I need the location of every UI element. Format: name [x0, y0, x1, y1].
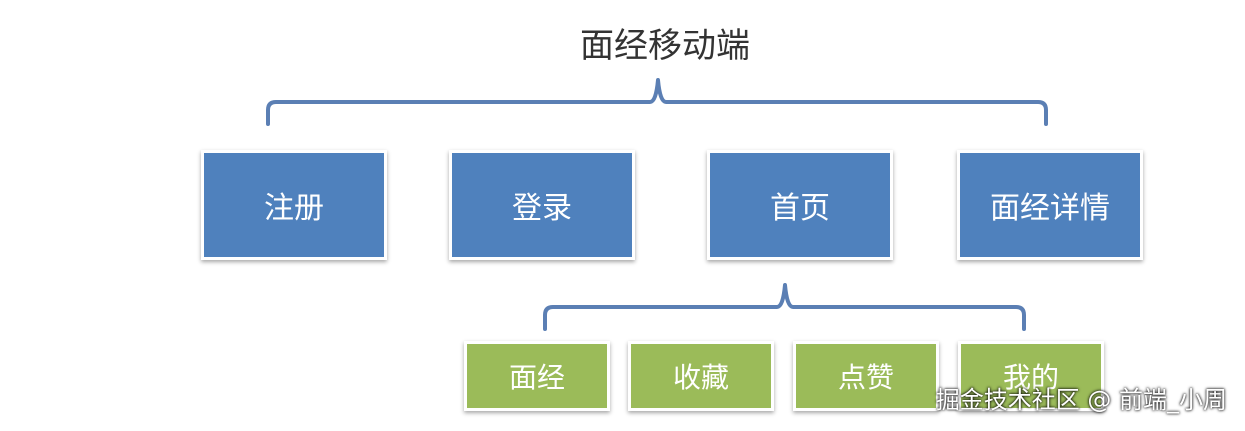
node-register-label: 注册	[264, 191, 324, 226]
node-login: 登录	[449, 150, 635, 260]
node-detail-label: 面经详情	[990, 191, 1110, 226]
node-likes-label: 点赞	[837, 361, 894, 394]
node-favorites-label: 收藏	[672, 361, 729, 394]
node-home: 首页	[707, 150, 893, 260]
node-mine: 我的	[958, 341, 1104, 411]
sub-brace	[543, 283, 1026, 331]
diagram-title: 面经移动端	[580, 26, 750, 66]
node-register: 注册	[201, 150, 387, 260]
node-likes: 点赞	[793, 341, 939, 411]
node-favorites: 收藏	[628, 341, 774, 411]
node-interviews: 面经	[464, 341, 610, 411]
node-interviews-label: 面经	[508, 361, 565, 394]
node-home-label: 首页	[770, 191, 830, 226]
node-login-label: 登录	[512, 191, 572, 226]
top-brace	[266, 78, 1048, 126]
node-mine-label: 我的	[1002, 361, 1059, 394]
watermark-text: 掘金技术社区 @ 前端_小周	[935, 386, 1227, 414]
node-detail: 面经详情	[957, 150, 1143, 260]
